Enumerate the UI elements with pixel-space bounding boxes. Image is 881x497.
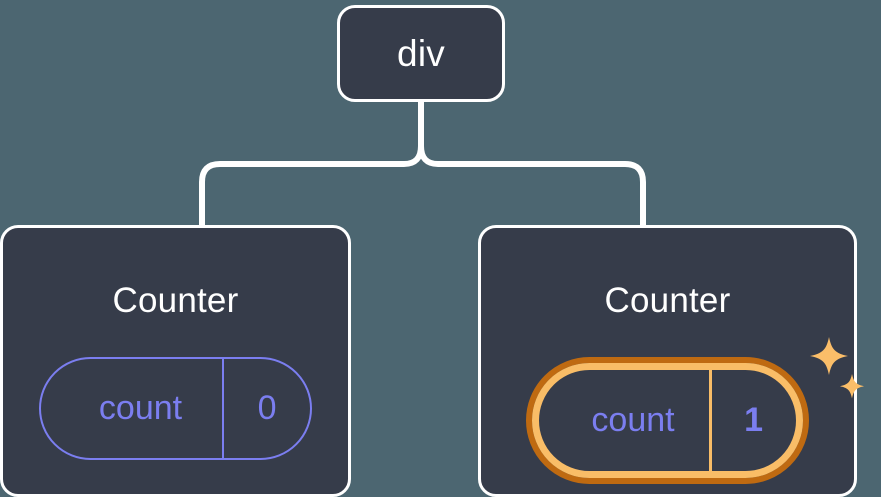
state-pill-divider-right bbox=[708, 370, 712, 471]
node-root-div[interactable]: div bbox=[337, 5, 505, 102]
state-value-right: 1 bbox=[744, 401, 764, 439]
sparkle-icon-group bbox=[809, 337, 864, 399]
state-pill-right[interactable]: count 1 bbox=[532, 363, 803, 478]
state-value-left: 0 bbox=[257, 389, 277, 427]
state-key-right: count bbox=[591, 401, 675, 439]
node-counter-left-label: Counter bbox=[112, 281, 239, 320]
node-counter-right[interactable]: Counter count 1 bbox=[478, 225, 864, 497]
node-root-label: div bbox=[397, 33, 445, 74]
state-pill-divider-left bbox=[222, 359, 225, 458]
state-pill-wrapper-right: count 1 bbox=[526, 337, 864, 484]
state-pill-wrapper-left: count 0 bbox=[38, 357, 313, 460]
state-key-left: count bbox=[98, 389, 183, 427]
state-pill-left[interactable]: count 0 bbox=[38, 357, 313, 460]
sparkle-large-icon bbox=[809, 337, 848, 375]
state-pill-right-highlight-ring: count 1 bbox=[526, 357, 809, 484]
node-counter-right-label: Counter bbox=[604, 281, 731, 320]
sparkle-small-icon bbox=[839, 374, 864, 399]
node-counter-left[interactable]: Counter count 0 bbox=[0, 225, 351, 497]
